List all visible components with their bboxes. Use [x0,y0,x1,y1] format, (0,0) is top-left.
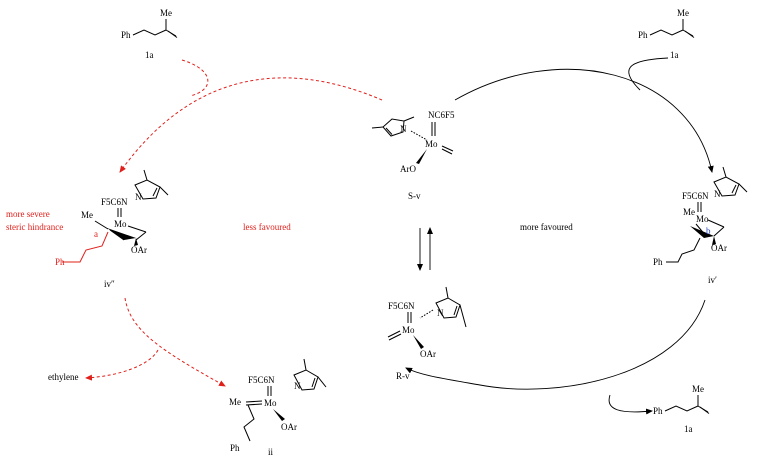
phenyl-label: Ph [653,406,663,416]
bond-a-label: a [94,229,98,239]
compound-id-1a: 1a [684,424,693,434]
product-ii: N F5C6N Mo Me Ph OAr ii [229,358,327,457]
metal-center: Mo [696,214,709,224]
phenyl-label: Ph [653,257,663,267]
arrow-sv-to-iv-prime [454,68,714,173]
pyrrole-n: N [294,381,301,391]
ethylene-label: ethylene [48,372,79,382]
catalyst-s-v: N NC6F5 Mo ArO S-v [371,110,455,201]
oar-label: OAr [281,422,297,432]
metal-center: Mo [402,325,415,335]
pyrrole-n: N [400,124,407,134]
oar-label: OAr [711,243,727,253]
imido-label: F5C6N [248,375,275,385]
intermediate-iv-double-prime: N F5C6N Mo Me OAr Ph a iv″ [55,169,169,289]
arrow-substrate-feed [628,57,669,91]
methyl-label: Me [677,8,689,18]
dashed-arrow-to-ethylene [85,349,159,381]
metal-center: Mo [114,219,127,229]
steric-note-line1: more severe [6,209,50,219]
substrate-1a-top-left: Ph Me 1a [121,8,178,60]
substrate-1a-bottom-right: Ph Me 1a [653,384,710,434]
phenyl-label: Ph [121,30,131,40]
methyl-label: Me [229,397,241,407]
arrow-iv-prime-to-rv [405,299,706,390]
steric-note-line2: steric hindrance [6,222,63,232]
catalyst-r-v: N F5C6N Mo OAr R-v [387,286,467,381]
dashed-arrow-substrate-feed [181,59,209,97]
imido-label: F5C6N [388,301,415,311]
methyl-label: Me [160,8,172,18]
phenyl-label: Ph [230,443,240,453]
more-favoured-label: more favoured [520,222,573,232]
arrow-release-1a [608,394,653,415]
compound-id-ii: ii [268,447,274,457]
compound-id-iv-double-prime: iv″ [104,279,115,289]
phenyl-label: Ph [638,30,648,40]
pyrrole-n: N [135,192,142,202]
phenyl-label: Ph [55,257,65,267]
dashed-arrow-to-product-ii [124,297,226,387]
methyl-label: Me [692,384,704,394]
compound-id-iv-prime: iv′ [708,275,717,285]
substrate-1a-top-right: Ph Me 1a [638,8,695,60]
intermediate-iv-prime: N F5C6N Me Mo b OAr Ph iv′ [653,166,748,285]
imido-label: F5C6N [101,197,128,207]
aryloxide-label: ArO [400,164,416,174]
dashed-arrow-sv-to-iv-double-prime [119,77,383,173]
methyl-label: Me [683,207,695,217]
imido-label: NC6F5 [428,110,455,120]
compound-id-1a: 1a [145,50,154,60]
compound-id-s-v: S-v [408,191,421,201]
methyl-label: Me [81,210,93,220]
pyrrole-n: N [714,189,721,199]
compound-id-r-v: R-v [396,371,410,381]
imido-label: F5C6N [682,191,709,201]
bond-b-label: b [706,226,711,236]
metal-center: Mo [425,139,438,149]
compound-id-1a: 1a [670,50,679,60]
oar-label: OAr [131,245,147,255]
pyrrole-n: N [437,308,444,318]
metal-center: Mo [264,398,277,408]
less-favoured-label: less favoured [243,222,291,232]
oar-label: OAr [420,349,436,359]
